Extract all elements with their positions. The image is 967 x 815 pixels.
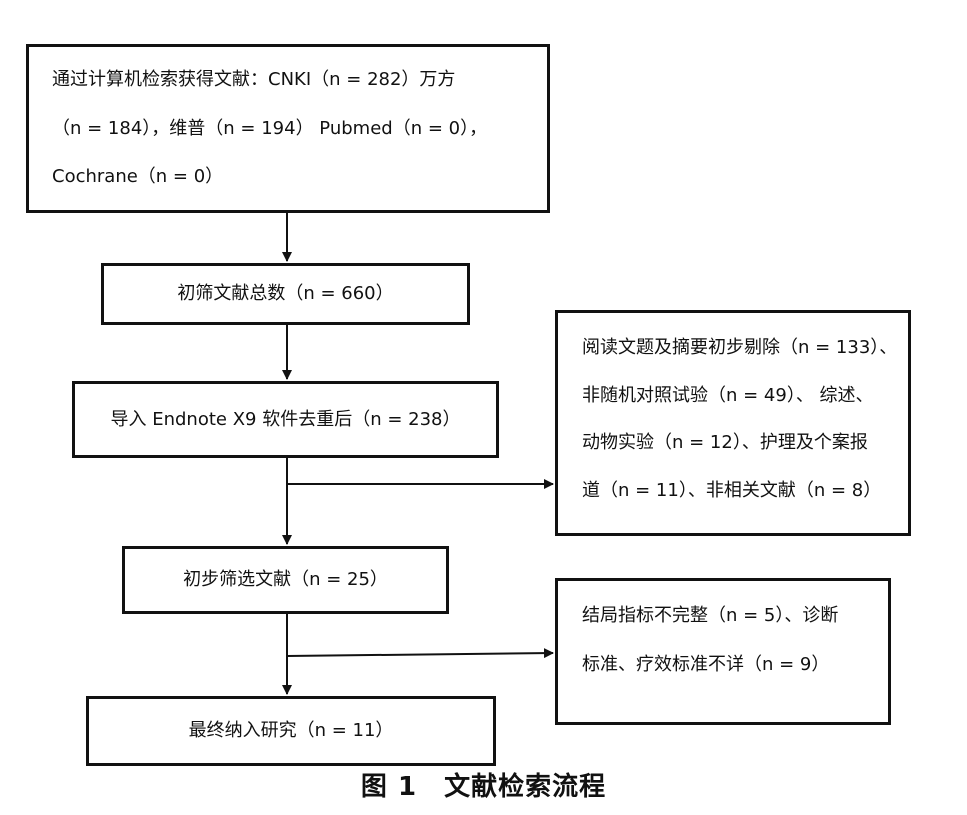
exclusion-box-2: 结局指标不完整（n = 5）、诊断 标准、疗效标准不详（n = 9） (555, 578, 891, 725)
search-sources-line-1: 通过计算机检索获得文献：CNKI（n = 282）万方 (52, 69, 456, 90)
search-sources-line-3: Cochrane（n = 0） (52, 166, 224, 188)
exclusion-1-line-4: 道（n = 11）、非相关文献（n = 8） (582, 479, 882, 501)
initial-screening-box: 初筛文献总数（n = 660） (101, 263, 470, 325)
deduplication-box: 导入 Endnote X9 软件去重后（n = 238） (72, 381, 499, 458)
search-sources-line-2: （n = 184），维普（n = 194） Pubmed（n = 0）， (52, 117, 488, 139)
final-included-text: 最终纳入研究（n = 11） (188, 720, 394, 742)
exclusion-1-line-3: 动物实验（n = 12）、护理及个案报 (582, 432, 868, 454)
arrow-screen-to-exclusion2 (286, 648, 554, 659)
deduplication-text: 导入 Endnote X9 软件去重后（n = 238） (110, 408, 461, 430)
preliminary-screening-text: 初步筛选文献（n = 25） (183, 569, 388, 591)
initial-screening-text: 初筛文献总数（n = 660） (177, 283, 394, 305)
exclusion-2-line-1: 结局指标不完整（n = 5）、诊断 (582, 605, 839, 626)
exclusion-1-line-2: 非随机对照试验（n = 49）、 综述、 (582, 384, 874, 406)
exclusion-2-line-2: 标准、疗效标准不详（n = 9） (582, 653, 830, 675)
final-included-box: 最终纳入研究（n = 11） (86, 696, 496, 766)
figure-caption: 图 1 文献检索流程 (360, 772, 607, 802)
search-sources-box: 通过计算机检索获得文献：CNKI（n = 282）万方 （n = 184），维普… (26, 44, 550, 213)
exclusion-box-1: 阅读文题及摘要初步剔除（n = 133）、 非随机对照试验（n = 49）、 综… (555, 310, 911, 536)
preliminary-screening-box: 初步筛选文献（n = 25） (122, 546, 449, 614)
exclusion-1-line-1: 阅读文题及摘要初步剔除（n = 133）、 (582, 337, 898, 358)
